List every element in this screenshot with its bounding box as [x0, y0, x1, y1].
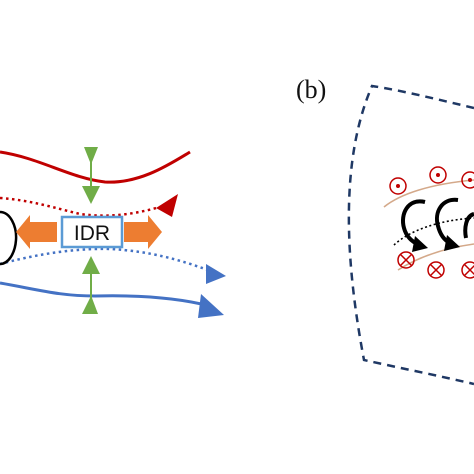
panel-a: IDR — [0, 147, 226, 318]
panel-b: (b) — [296, 75, 474, 386]
orange-arrow-left — [16, 215, 57, 249]
panel-b-label: (b) — [296, 75, 326, 104]
circle-cross-icon — [461, 261, 474, 279]
green-arrow-up — [82, 256, 100, 314]
circle-dot-icon — [429, 166, 447, 184]
upper-red-field-line — [0, 150, 191, 184]
blue-arrowhead-upper — [206, 264, 226, 284]
dashed-boundary — [347, 84, 474, 386]
tan-curve-upper — [383, 179, 474, 208]
lower-blue-dotted-line — [0, 247, 209, 272]
orange-arrow-right — [124, 215, 162, 249]
blue-arrowhead-lower — [198, 294, 224, 318]
black-loop — [0, 210, 18, 266]
idr-box — [60, 215, 124, 249]
green-arrow-down — [82, 147, 100, 204]
upper-red-dotted-line — [0, 196, 161, 217]
vortex-arrow-edge — [463, 212, 474, 239]
vortex-arrow-left — [401, 199, 428, 252]
circle-cross-icon — [397, 251, 415, 269]
circle-cross-icon — [427, 261, 445, 279]
red-arrowhead — [156, 194, 178, 217]
idr-label: IDR — [74, 222, 110, 245]
vortex-arrow-right — [435, 197, 460, 251]
tan-curve-lower — [397, 243, 474, 271]
lower-blue-field-line — [0, 281, 211, 308]
circle-dot-icon — [461, 171, 474, 189]
circle-dot-icon — [389, 177, 407, 195]
